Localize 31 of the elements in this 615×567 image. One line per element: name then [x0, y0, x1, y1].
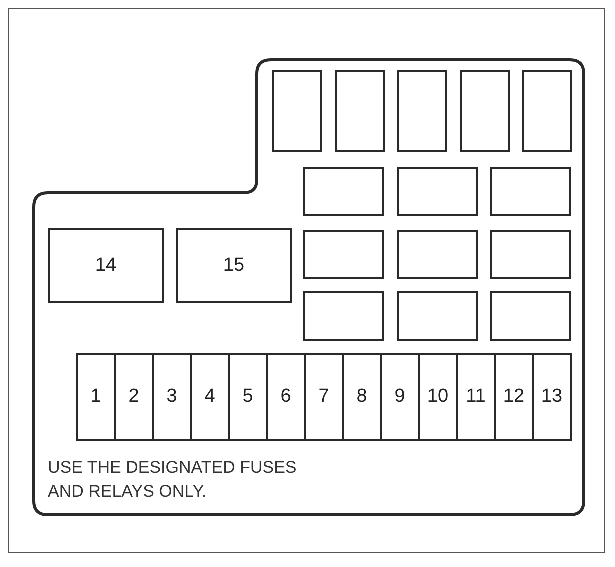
relay-slot: 14: [48, 228, 164, 303]
fuse-slot: 9: [380, 353, 420, 441]
fuse-slot: 5: [228, 353, 268, 441]
fuse-slot: 2: [114, 353, 154, 441]
fuse-slot: 11: [456, 353, 496, 441]
relay-slot: [397, 167, 478, 216]
relay-slot: [335, 70, 385, 152]
relay-slot: [303, 291, 384, 341]
relay-slot: 15: [176, 228, 292, 303]
relay-slot: [303, 230, 384, 279]
fuse-slot: 12: [494, 353, 534, 441]
fuse-slot: 13: [532, 353, 572, 441]
relay-slot: [460, 70, 510, 152]
fuse-box-panel: [32, 58, 586, 517]
relay-slot: [490, 291, 571, 341]
relay-slot: [272, 70, 322, 152]
fuse-slot: 1: [76, 353, 116, 441]
relay-slot: [303, 167, 384, 216]
relay-slot: [397, 230, 478, 279]
fuse-slot: 10: [418, 353, 458, 441]
fuse-slot: 3: [152, 353, 192, 441]
relay-slot: [490, 230, 571, 279]
relay-slot: [522, 70, 572, 152]
relay-slot: [397, 291, 478, 341]
fuse-slot: 6: [266, 353, 306, 441]
fuse-slot: 8: [342, 353, 382, 441]
relay-slot: [397, 70, 447, 152]
fuse-slot: 4: [190, 353, 230, 441]
warning-note: USE THE DESIGNATED FUSES AND RELAYS ONLY.: [48, 457, 298, 503]
relay-slot: [490, 167, 571, 216]
fuse-slot: 7: [304, 353, 344, 441]
